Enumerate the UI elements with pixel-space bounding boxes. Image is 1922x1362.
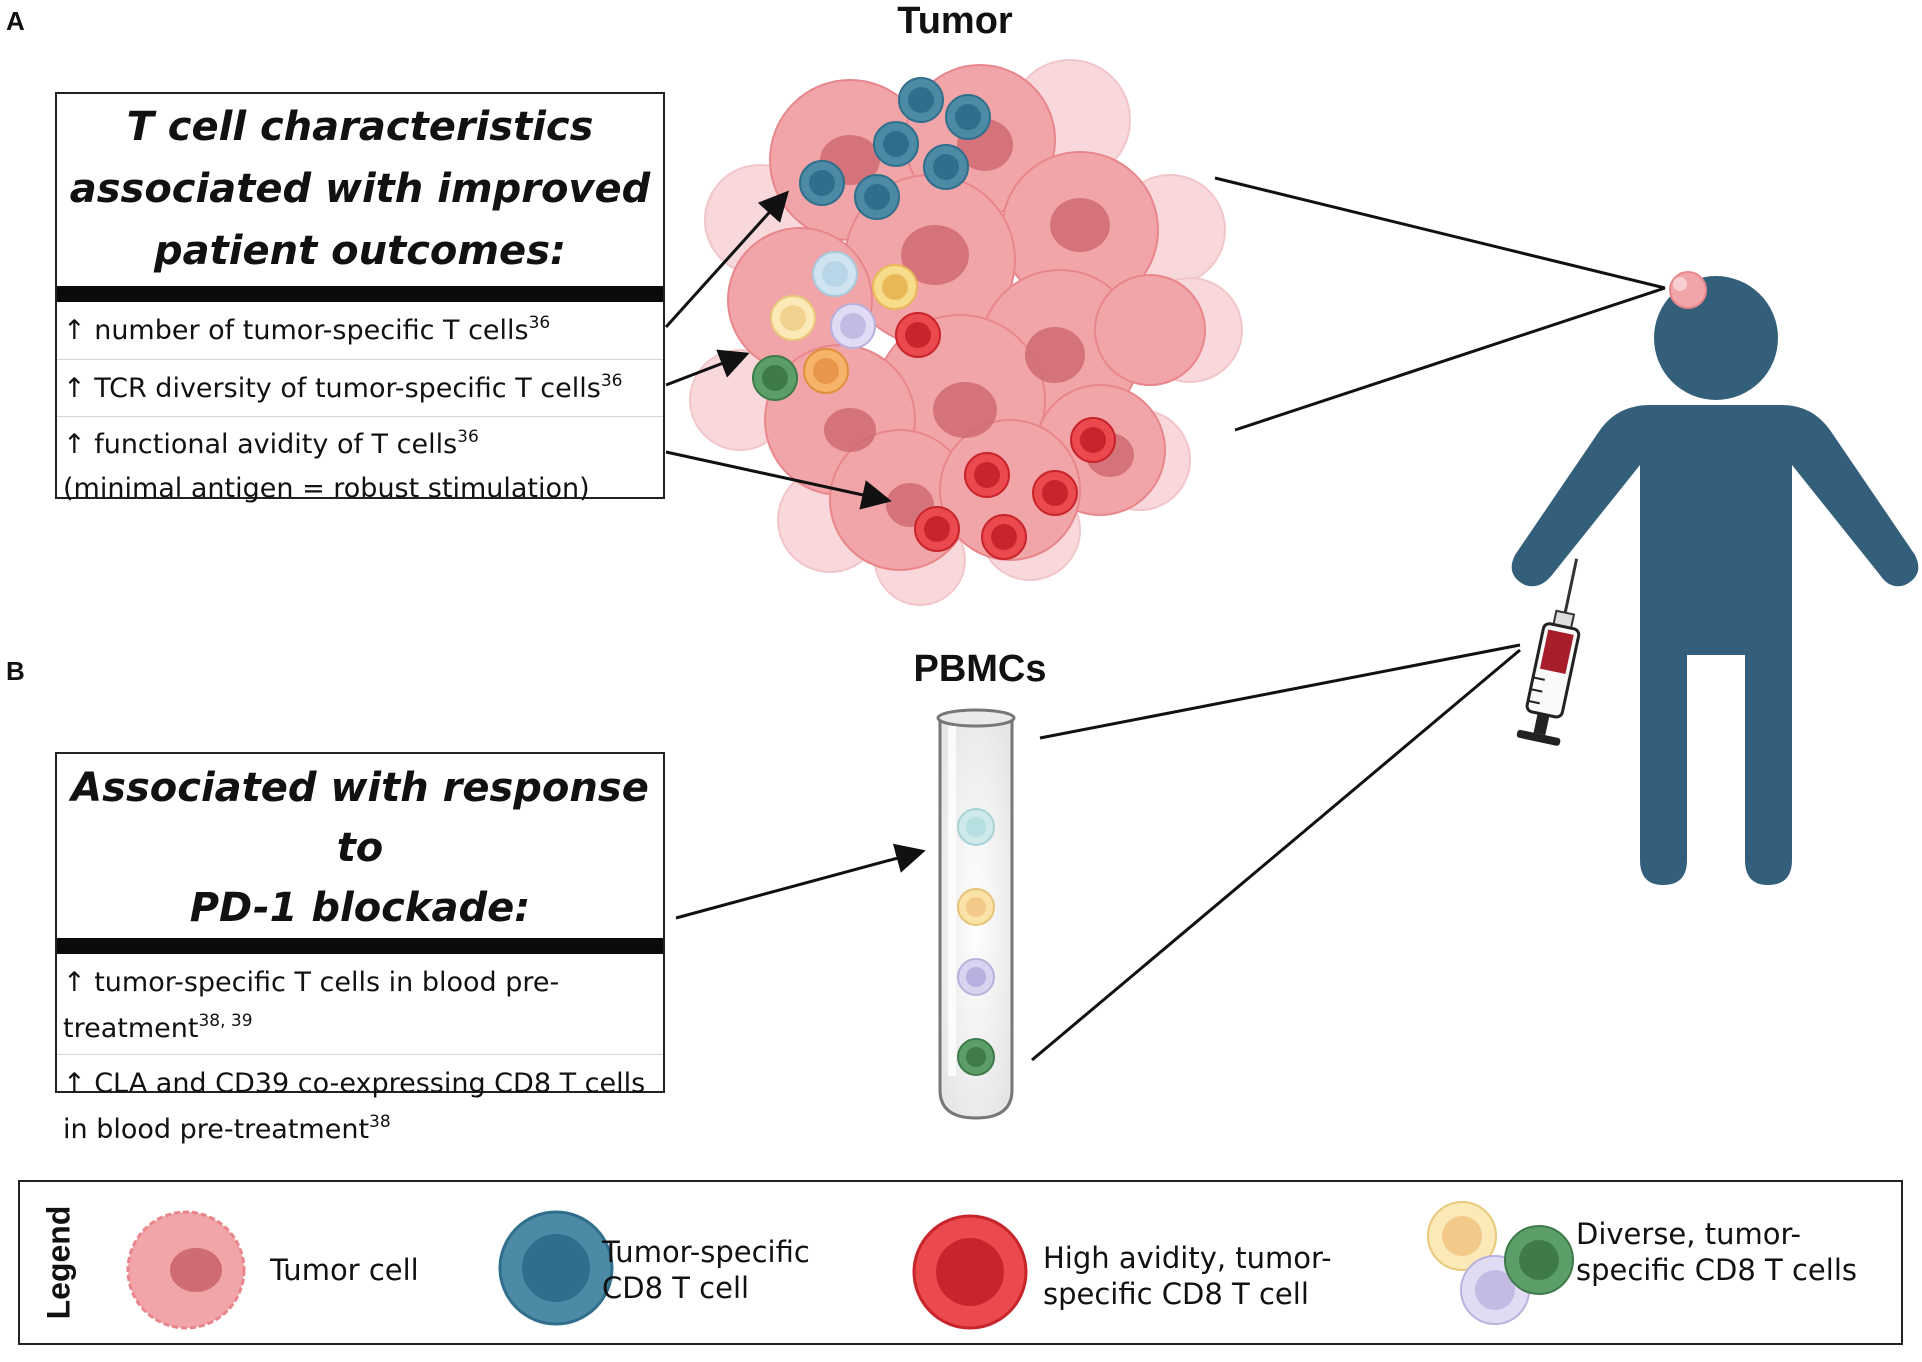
panel-label-b: B: [6, 656, 25, 686]
pbmcs-title: PBMCs: [913, 648, 1047, 690]
box-b-item-text: treatment: [63, 1013, 199, 1044]
box-a-title-line: associated with improved: [69, 166, 651, 212]
tumor-to-person-lines: [1214, 176, 1666, 432]
box-a-item-text: ↑ functional avidity of T cells: [63, 429, 458, 460]
tumor-title: Tumor: [897, 0, 1013, 42]
reference-superscript: 36: [457, 427, 479, 447]
tumor-on-head-icon: [1669, 271, 1707, 309]
legend-box: [18, 1180, 1903, 1345]
legend-label-diverse: Diverse, tumor- specific CD8 T cells: [1576, 1217, 1857, 1287]
legend-diverse-cells-icon: [1427, 1201, 1574, 1325]
reference-superscript: 36: [600, 371, 623, 391]
box-b-title-line: PD-1 blockade:: [189, 885, 531, 931]
box-b-title-line: Associated with response to: [71, 765, 649, 871]
legend-tumor-cell-icon: [126, 1210, 246, 1330]
legend-label-tumor-specific: Tumor-specific CD8 T cell: [602, 1235, 810, 1305]
reference-superscript: 38: [369, 1112, 391, 1132]
box-a-tcell-characteristics: T cell characteristics associated with i…: [55, 92, 665, 504]
box-a-title: T cell characteristics associated with i…: [57, 94, 663, 282]
syringe-to-tube-lines: [1031, 643, 1521, 1062]
reference-superscript: 36: [528, 313, 551, 333]
box-a-item: ↑ functional avidity of T cells36 (minim…: [57, 416, 663, 516]
box-b-item-text: ↑ CLA and CD39 co-expressing CD8 T cells: [63, 1068, 646, 1099]
legend-label-high-avidity: High avidity, tumor- specific CD8 T cell: [1043, 1241, 1332, 1311]
box-a-divider-bar: [57, 286, 663, 302]
box-b-items: ↑ tumor-specific T cells in blood pre- t…: [57, 954, 663, 1154]
pbmc-test-tube: [936, 708, 1016, 1120]
box-a-items: ↑ number of tumor-specific T cells36 ↑ T…: [57, 302, 663, 516]
box-a-arrows: [664, 190, 892, 510]
box-b-pd1-response: Associated with response to PD-1 blockad…: [55, 752, 665, 1145]
high-avidity-t-cells: [895, 312, 1116, 560]
box-a-item-text: ↑ TCR diversity of tumor-specific T cell…: [63, 373, 601, 404]
legend-label-tumor-cell: Tumor cell: [270, 1253, 419, 1287]
box-b-item: ↑ tumor-specific T cells in blood pre- t…: [57, 954, 663, 1054]
box-b-item: ↑ CLA and CD39 co-expressing CD8 T cells…: [57, 1054, 663, 1154]
box-b-divider-bar: [57, 938, 663, 954]
tumor-mass: [689, 59, 1243, 606]
legend-tumor-specific-cell-icon: [498, 1210, 614, 1326]
box-b-arrow: [675, 843, 926, 920]
box-a-item: ↑ number of tumor-specific T cells36: [57, 302, 663, 359]
box-a-item-text: ↑ number of tumor-specific T cells: [63, 315, 529, 346]
box-b-title: Associated with response to PD-1 blockad…: [57, 754, 663, 938]
tumor-specific-t-cells: [799, 77, 991, 220]
box-a-item: ↑ TCR diversity of tumor-specific T cell…: [57, 359, 663, 416]
panel-label-a: A: [6, 6, 25, 36]
reference-superscript: 38, 39: [198, 1011, 253, 1031]
syringe-icon: [1516, 558, 1581, 746]
box-a-title-line: T cell characteristics: [126, 104, 594, 150]
box-a-title-line: patient outcomes:: [154, 228, 566, 274]
legend-heading: Legend: [40, 1205, 77, 1320]
box-b-item-text: in blood pre-treatment: [63, 1114, 370, 1145]
box-a-item-text: (minimal antigen = robust stimulation): [63, 473, 590, 504]
legend-high-avidity-cell-icon: [912, 1214, 1028, 1330]
diverse-t-cells: [752, 251, 918, 401]
box-b-item-text: ↑ tumor-specific T cells in blood pre-: [63, 967, 560, 998]
